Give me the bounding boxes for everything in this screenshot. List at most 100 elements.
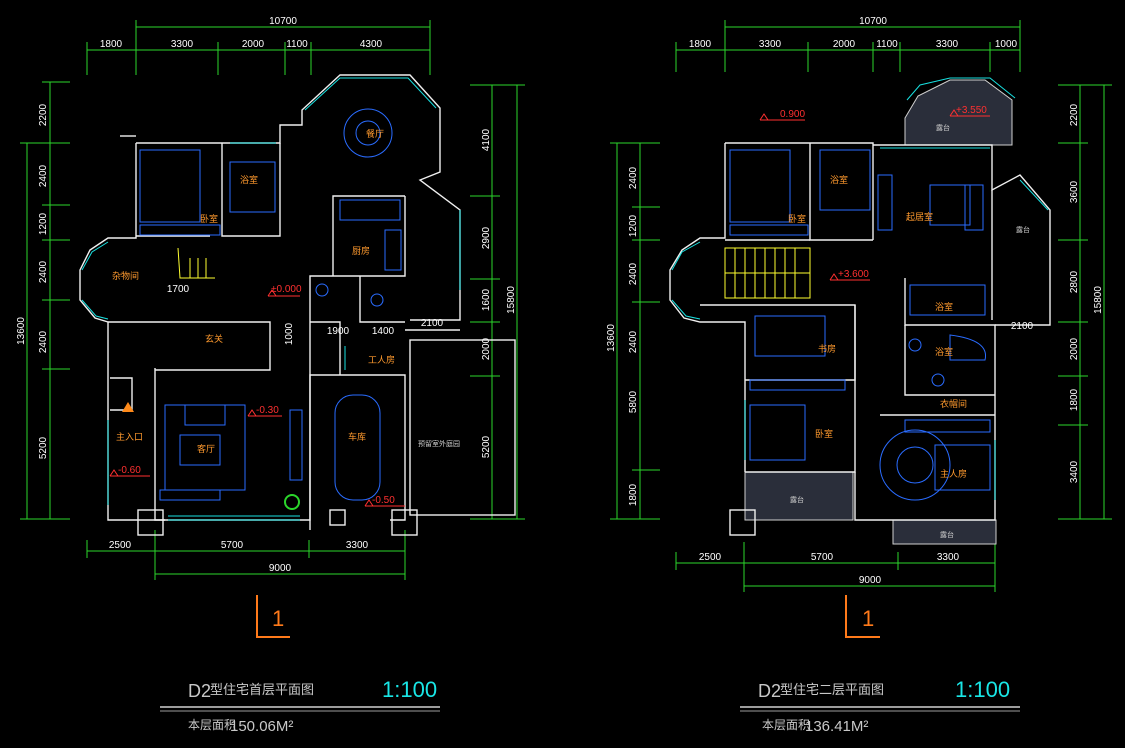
area-label-2: 本层面积 [762, 718, 810, 732]
top-dim-2: 3300 [171, 39, 194, 50]
right-dimensions-2: 2200 3600 2800 2000 1800 3400 15800 [1058, 84, 1112, 520]
left-total-dim: 13600 [16, 317, 27, 345]
left-dim-2-5: 5800 [628, 390, 639, 413]
top-dim-4: 1100 [286, 39, 308, 50]
entrance-arrow-icon [122, 402, 134, 412]
inner-dim-3: 1400 [372, 326, 395, 337]
bottom-dimensions: 2500 5700 3300 9000 [86, 530, 406, 580]
inner-dim-2-1: 2100 [1011, 321, 1034, 332]
room-2-balcony4: 露台 [1016, 225, 1030, 234]
ground-walls [79, 74, 516, 536]
room-2-master: 主人房 [940, 468, 967, 480]
second-stairs [724, 247, 811, 299]
room-2-balcony: 露台 [790, 495, 804, 504]
balcony-hatch-1 [744, 471, 854, 521]
level-b: -0.30 [256, 405, 279, 416]
inner-dim-5: 1000 [284, 322, 295, 345]
bottom-dim-2: 5700 [221, 540, 244, 551]
room-store: 杂物间 [112, 270, 139, 282]
area-label: 本层面积 [188, 718, 236, 732]
top-dimensions-2: 10700 1800 3300 2000 1100 3300 1000 [675, 16, 1021, 72]
ground-furniture [139, 108, 402, 501]
level-d: -0.50 [372, 495, 395, 506]
right-dim-1: 4100 [481, 128, 492, 151]
ground-room-labels: 卧室 浴室 餐厅 厨房 杂物间 玄关 客厅 车库 工人房 主入口 预留室外庭园 [112, 128, 460, 455]
left-dim-2-1: 2400 [628, 166, 639, 189]
room-worker: 工人房 [368, 354, 395, 366]
room-2-lounge: 起居室 [906, 211, 933, 223]
room-2-balcony3: 露台 [940, 530, 954, 539]
room-entry: 玄关 [205, 333, 223, 345]
second-floor-plan: 10700 1800 3300 2000 1100 3300 1000 1360… [606, 16, 1112, 735]
right-dim-4: 2000 [481, 337, 492, 360]
right-dim-2-6: 3400 [1069, 460, 1080, 483]
right-total-dim-2: 15800 [1093, 286, 1104, 314]
left-dim-1: 2200 [38, 103, 49, 126]
area-value: 150.06M² [230, 718, 293, 735]
room-garage: 车库 [348, 431, 366, 443]
bottom-dimensions-2: 2500 5700 3300 9000 [675, 542, 996, 592]
room-2-closet: 衣帽间 [940, 398, 967, 410]
ground-levels: ±0.000 -0.30 -0.60 -0.50 [109, 284, 405, 507]
top-dimensions: 10700 1800 3300 2000 1100 4300 [86, 16, 431, 75]
area-value-2: 136.41M² [805, 718, 868, 735]
right-dimensions: 4100 2900 1600 2000 5200 15800 [470, 84, 525, 520]
top-total-dim: 10700 [269, 16, 297, 27]
bottom-total-dim: 9000 [269, 563, 292, 574]
level-2c: +3.600 [838, 269, 869, 280]
ground-windows [81, 77, 461, 521]
right-dim-5: 5200 [481, 435, 492, 458]
room-bedroom: 卧室 [200, 213, 218, 225]
room-bath: 浴室 [240, 174, 258, 186]
second-room-labels: 卧室 浴室 起居室 书房 卧室 浴室 浴室 衣帽间 主人房 露台 露台 露台 露… [788, 123, 1030, 539]
room-living: 客厅 [197, 443, 215, 455]
plan-scale-2: 1:100 [955, 677, 1010, 702]
room-2-bath: 浴室 [830, 174, 848, 186]
top-dim-2-1: 1800 [689, 39, 712, 50]
top-dim-5: 4300 [360, 39, 383, 50]
left-dimensions-2: 13600 2400 1200 2400 2400 5800 1800 [606, 142, 660, 520]
plan-title: 型住宅首层平面图 [210, 683, 314, 698]
left-dim-4: 2400 [38, 260, 49, 283]
right-dim-2: 2900 [481, 226, 492, 249]
level-2a: 0.900 [780, 109, 805, 120]
level-c: -0.60 [118, 465, 141, 476]
ground-inner-dims: 1700 1900 1400 2100 1000 [167, 284, 444, 345]
top-dim-1: 1800 [100, 39, 123, 50]
plant-icon [284, 494, 300, 510]
bottom-dim-2-2: 5700 [811, 552, 834, 563]
room-kitchen: 厨房 [352, 245, 370, 257]
left-dim-2: 2400 [38, 164, 49, 187]
top-dim-2-5: 3300 [936, 39, 959, 50]
bottom-dim-2-3: 3300 [937, 552, 960, 563]
bottom-dim-1: 2500 [109, 540, 132, 551]
right-dim-2-1: 2200 [1069, 103, 1080, 126]
axis-label-2: 1 [862, 606, 874, 631]
level-a: ±0.000 [271, 284, 302, 295]
room-2-balcony2: 露台 [936, 123, 950, 132]
axis-label: 1 [272, 606, 284, 631]
second-levels: 0.900 +3.550 +3.600 [759, 105, 990, 281]
axis-marker-2-icon [845, 595, 880, 638]
room-2-toilet: 浴室 [935, 301, 953, 313]
left-dim-2-4: 2400 [628, 330, 639, 353]
left-dim-2-2: 1200 [628, 214, 639, 237]
left-dim-2-3: 2400 [628, 262, 639, 285]
top-dim-2-4: 1100 [876, 39, 898, 50]
top-total-dim-2: 10700 [859, 16, 887, 27]
left-dim-3: 1200 [38, 212, 49, 235]
top-dim-2-6: 1000 [995, 39, 1018, 50]
second-windows [671, 77, 1049, 500]
top-dim-2-2: 3300 [759, 39, 782, 50]
bottom-total-dim-2: 9000 [859, 575, 882, 586]
bottom-dim-2-1: 2500 [699, 552, 722, 563]
left-dimensions: 13600 2200 2400 1200 2400 2400 5200 [16, 81, 70, 520]
top-dim-2-3: 2000 [833, 39, 856, 50]
plan-title-prefix: D2 [188, 681, 211, 701]
right-total-dim: 15800 [506, 286, 517, 314]
second-walls [669, 142, 1051, 536]
room-entrance: 主入口 [116, 431, 143, 443]
top-dim-3: 2000 [242, 39, 265, 50]
plan-title-prefix-2: D2 [758, 681, 781, 701]
balcony-hatch-3 [892, 519, 997, 545]
